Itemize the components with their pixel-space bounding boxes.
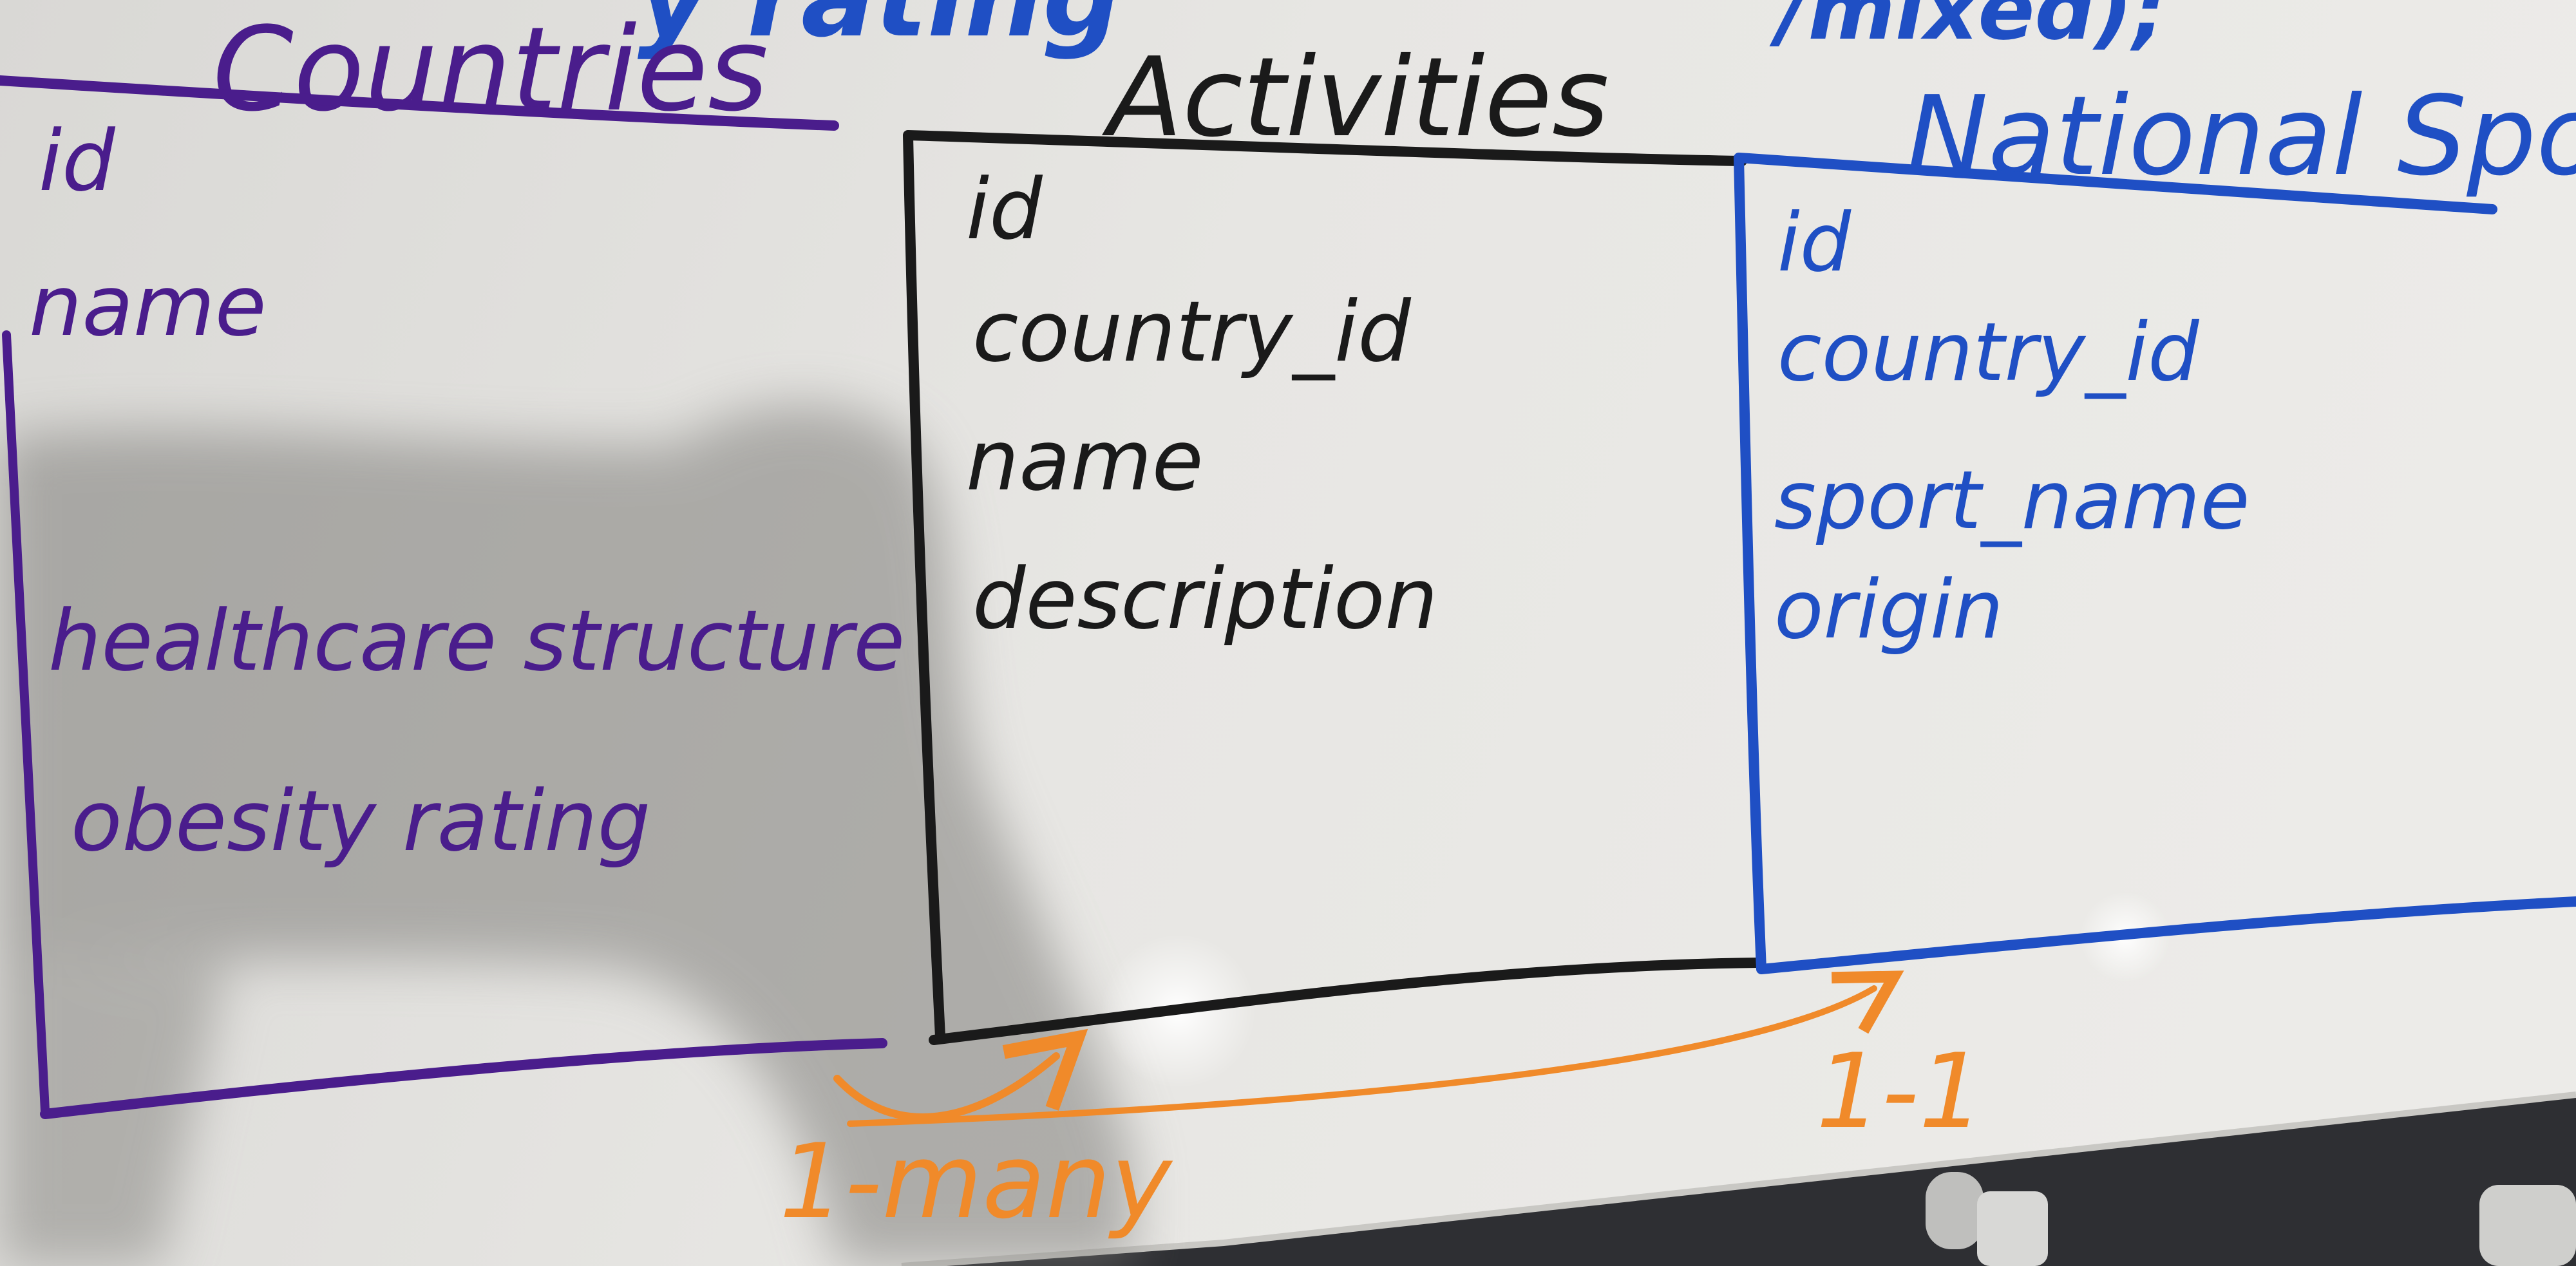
national-sport-border: [1734, 153, 2576, 974]
one-to-many-arrow: [833, 1028, 1088, 1121]
national-sport-field-origin: origin: [1774, 563, 2003, 657]
one-to-many-label: 1-many: [779, 1121, 1173, 1242]
marker-tray-object: [1926, 1172, 2576, 1266]
countries-header-line: [0, 75, 839, 131]
activities-field-description: description: [972, 550, 1438, 648]
activities-table: Activities id country_id name descriptio…: [903, 34, 1763, 1045]
one-to-one-label: 1-1: [1816, 1031, 1984, 1151]
national-sport-table: National Sport id country_id sport_name …: [1734, 73, 2576, 974]
top-fragment-right: /mixed);: [1769, 0, 2166, 59]
countries-field-obesity: obesity rating: [71, 772, 650, 870]
countries-table: Countries id name healthcare structure o…: [0, 3, 905, 1119]
national-sport-field-sport-name: sport_name: [1774, 454, 2249, 547]
countries-left-border: [2, 330, 50, 1115]
activities-field-id: id: [966, 160, 1043, 258]
countries-field-healthcare: healthcare structure: [48, 592, 905, 690]
countries-field-id: id: [39, 112, 116, 210]
national-sport-field-id: id: [1777, 196, 1852, 290]
national-sport-field-country-id: country_id: [1777, 306, 2199, 399]
relationship-arrows: 1-many 1-1: [779, 970, 1984, 1242]
activities-border: [903, 130, 1763, 1045]
top-fragment-left: y rating: [638, 0, 1121, 62]
one-to-one-arrow: [847, 970, 1904, 1127]
activities-field-name: name: [966, 411, 1204, 509]
activities-field-country-id: country_id: [972, 283, 1412, 381]
countries-field-name: name: [29, 257, 267, 355]
countries-bottom-border: [40, 1038, 887, 1119]
